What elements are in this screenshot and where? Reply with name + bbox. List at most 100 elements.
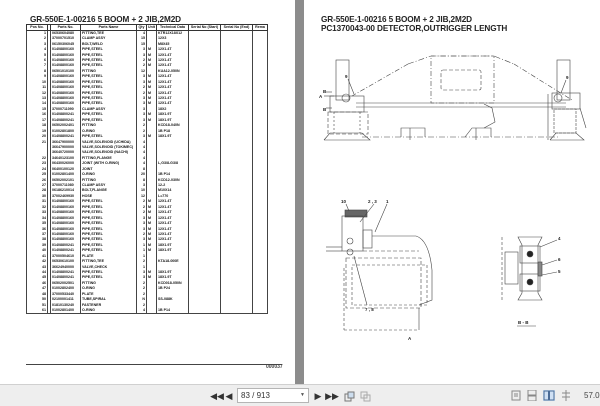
remarks-cell	[252, 237, 268, 243]
single-page-view-icon[interactable]	[511, 390, 521, 401]
remarks-cell	[252, 74, 268, 80]
remarks-cell	[252, 258, 268, 265]
callout-b-top: B	[323, 89, 327, 94]
callout-1: 1	[386, 199, 389, 204]
previous-view-button[interactable]	[343, 389, 355, 403]
callout-b-bottom: B	[323, 107, 327, 112]
header-serial-start: Serial No (Start)	[188, 24, 221, 31]
remarks-cell	[252, 286, 268, 292]
remarks-cell	[252, 46, 268, 53]
outrigger-detector-drawing: 9 9 A B B 10 2 , 3 1 7 , 8 A 4 6 5 B - B	[319, 55, 587, 341]
first-page-button[interactable]: ◀◀	[210, 389, 224, 403]
remarks-cell	[252, 166, 268, 172]
remarks-cell	[252, 204, 268, 210]
parts-name-cell: O-RING	[80, 307, 137, 314]
previous-page-icon: ◀	[225, 390, 233, 401]
remarks-cell	[252, 280, 268, 287]
remarks-cell	[252, 150, 268, 156]
remarks-cell	[252, 291, 268, 297]
two-page-view-icon[interactable]	[543, 390, 555, 401]
remarks-cell	[252, 95, 268, 102]
parts-no-cell: 01002801400	[50, 307, 81, 314]
parts-name-cell: VALVE,SOLENOID (UCHIDA)	[80, 139, 137, 145]
page-indicator-text: 83 / 913	[241, 391, 270, 400]
remarks-cell	[252, 144, 268, 151]
left-page-title: GR-550E-1-00216 5 BOOM + 2 JIB,2M2D	[30, 15, 181, 24]
pos-cell: 61	[26, 307, 48, 314]
remarks-cell	[252, 210, 268, 216]
remarks-cell	[252, 302, 268, 308]
remarks-cell	[252, 193, 268, 200]
remarks-cell	[252, 264, 268, 270]
remarks-cell	[252, 182, 268, 189]
remarks-cell	[252, 307, 268, 314]
two-page-continuous-view-icon[interactable]	[561, 390, 571, 401]
callout-7-8: 7 , 8	[365, 307, 374, 312]
remarks-cell	[252, 123, 268, 129]
footer-rule	[26, 364, 282, 365]
remarks-cell	[252, 79, 268, 85]
callout-5: 5	[558, 269, 561, 274]
remarks-cell	[252, 57, 268, 64]
next-view-button[interactable]	[359, 389, 371, 403]
previous-view-icon	[344, 391, 354, 401]
continuous-view-icon[interactable]	[527, 390, 537, 401]
technical-data-cell: 1B P14	[156, 307, 189, 314]
page-number-input[interactable]: 83 / 913 ▼	[237, 388, 309, 403]
previous-page-button[interactable]: ◀	[225, 389, 233, 403]
right-page: GR-550E-1-00216 5 BOOM + 2 JIB,2M2D PC13…	[304, 0, 600, 384]
remarks-cell	[252, 128, 268, 134]
remarks-cell	[252, 90, 268, 96]
right-page-subtitle: PC1370043-00 DETECTOR,OUTRIGGER LENGTH	[321, 24, 508, 33]
next-page-icon: ▶	[314, 390, 322, 401]
remarks-cell	[252, 106, 268, 113]
remarks-cell	[252, 253, 268, 259]
next-page-button[interactable]: ▶	[314, 389, 322, 403]
remarks-cell	[252, 117, 268, 123]
left-page: GR-550E-1-00216 5 BOOM + 2 JIB,2M2D Pos …	[0, 0, 295, 384]
remarks-cell	[252, 133, 268, 140]
zoom-level[interactable]: 57.0	[584, 391, 600, 400]
header-technical-data: Technical Data	[156, 24, 189, 31]
remarks-cell	[252, 248, 268, 254]
remarks-cell	[252, 215, 268, 221]
view-a-label: A	[408, 336, 412, 341]
chevron-down-icon[interactable]: ▼	[300, 392, 305, 398]
remarks-cell	[252, 275, 268, 281]
last-page-button[interactable]: ▶▶	[325, 389, 339, 403]
parts-name-cell: VALVE,SOLENOID (TOKIMEC)	[80, 144, 137, 151]
remarks-cell	[252, 199, 268, 205]
